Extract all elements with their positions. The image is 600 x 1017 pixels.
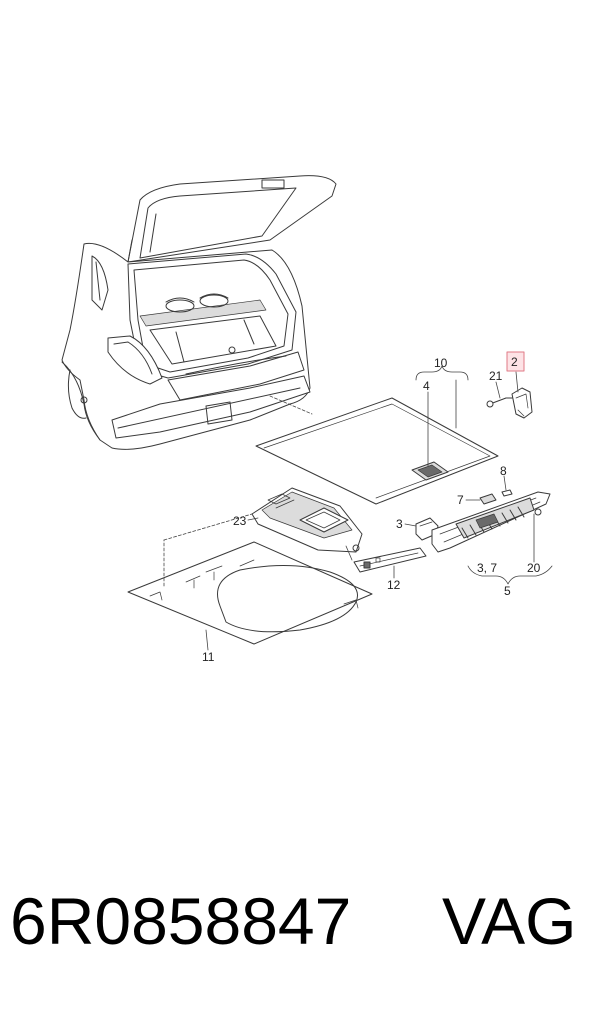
callout-3-7: 3, 7 xyxy=(477,561,497,575)
part-number-text: 6R0858847 xyxy=(10,884,352,958)
holder-bar-part xyxy=(353,547,427,573)
screw-part xyxy=(486,397,513,408)
callout-2-highlight xyxy=(506,351,525,372)
callout-21: 21 xyxy=(489,369,503,383)
callout-20: 20 xyxy=(527,561,541,575)
storage-tray-part xyxy=(251,487,363,553)
callout-5: 5 xyxy=(504,584,511,598)
callout-3: 3 xyxy=(396,517,403,531)
boot-floor-panel xyxy=(255,397,499,505)
cover-plate-trim xyxy=(431,489,551,553)
callout-11: 11 xyxy=(202,650,215,664)
parts-exploded-diagram: 2 21 10 4 8 7 3 23 12 3, 7 20 5 11 xyxy=(61,175,553,664)
callout-7: 7 xyxy=(457,493,464,507)
spare-well-liner xyxy=(127,541,373,645)
callout-8: 8 xyxy=(500,464,507,478)
callout-23: 23 xyxy=(233,514,247,528)
callout-10: 10 xyxy=(434,356,448,370)
callout-4: 4 xyxy=(423,379,430,393)
car-body-illustration xyxy=(61,175,337,450)
callout-12: 12 xyxy=(387,578,401,592)
bracket-part xyxy=(511,387,533,419)
leader-lines xyxy=(163,365,553,651)
brand-text: VAG xyxy=(442,884,577,958)
callout-2: 2 xyxy=(511,355,518,369)
